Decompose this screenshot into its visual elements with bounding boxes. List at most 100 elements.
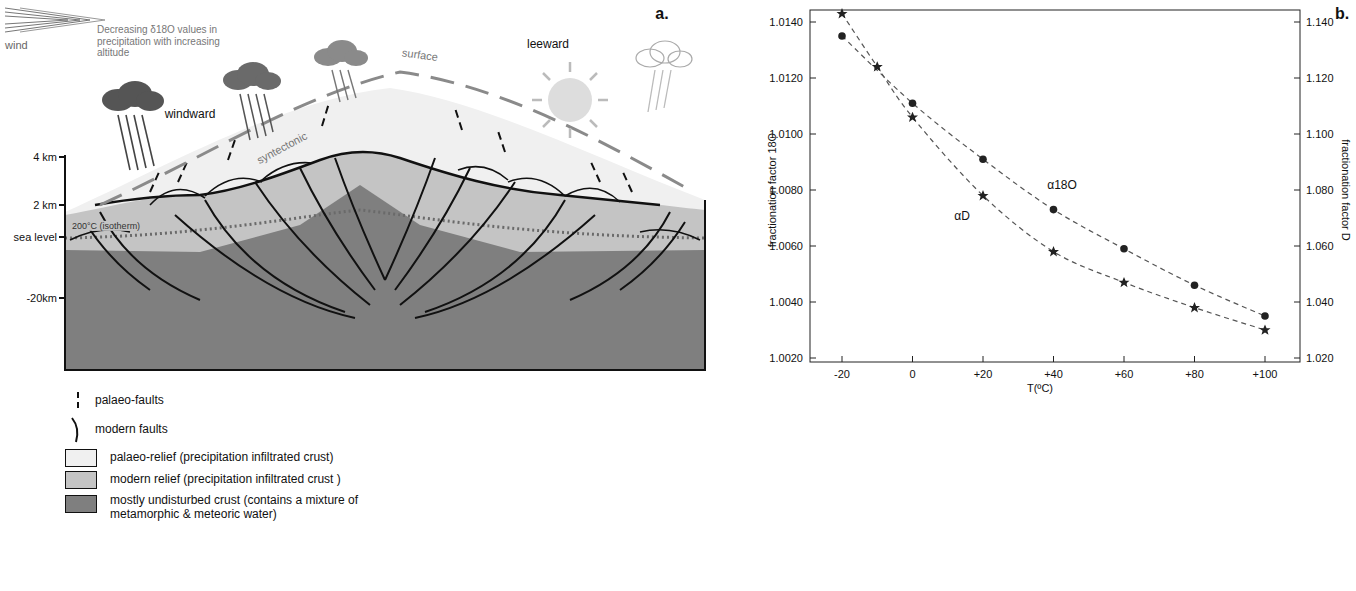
legend-text: modern faults: [95, 423, 168, 437]
rain-clouds: [648, 70, 671, 112]
tick: [1294, 78, 1300, 79]
surface-label: surface: [399, 46, 440, 64]
legend-text: modern relief (precipitation infiltrated…: [110, 473, 341, 487]
fractionation-chart: [810, 10, 1300, 362]
rain-clouds: [668, 51, 692, 67]
rain-clouds: [142, 115, 154, 166]
rain-clouds: [348, 70, 356, 98]
cross-section: [640, 230, 700, 240]
rain-clouds: [102, 40, 692, 170]
rain-clouds: [656, 70, 663, 110]
altitude-label: -20km: [26, 292, 57, 305]
cross-section: [322, 103, 329, 126]
cross-section: [620, 222, 685, 290]
rain-clouds: [240, 94, 250, 140]
side-label: leeward: [527, 38, 569, 52]
rain-clouds: [648, 70, 655, 112]
tick: [1294, 22, 1300, 23]
altitude-label: sea level: [14, 231, 57, 244]
tick: [810, 134, 816, 135]
sun: [543, 120, 550, 127]
data-point: [1260, 325, 1271, 335]
tick-label: +80: [1185, 368, 1204, 381]
cross-section: [335, 158, 385, 280]
cross-section: [175, 215, 355, 318]
data-point: [1050, 206, 1058, 214]
rain-clouds: [223, 62, 281, 90]
sun: [590, 73, 597, 80]
tick: [1194, 356, 1195, 362]
tick: [810, 190, 816, 191]
tick-label: 1.0140: [769, 16, 803, 29]
sun: [569, 62, 572, 72]
cross-section: [205, 200, 345, 312]
legend-line-samples: [77, 392, 79, 408]
cross-section: [59, 156, 65, 158]
legend-line-samples: [72, 418, 77, 442]
tick-label: 1.0040: [769, 296, 803, 309]
fractionation-chart: [810, 8, 1300, 362]
tick-label: 1.100: [1306, 128, 1334, 141]
rain-clouds: [136, 91, 164, 111]
tick: [912, 356, 913, 362]
axis-title: T(ºC): [1027, 382, 1053, 395]
cross-section: [400, 182, 515, 305]
tick-label: +40: [1044, 368, 1063, 381]
cross-section: [455, 108, 462, 130]
cross-section: [205, 178, 262, 196]
cross-section: [395, 168, 470, 290]
altitude-label: 4 km: [33, 151, 57, 164]
legend-text: palaeo-relief (precipitation infiltrated…: [110, 451, 333, 465]
rain-clouds: [636, 41, 692, 67]
cross-section: [70, 230, 130, 240]
rain-clouds: [332, 70, 356, 102]
cross-section: [65, 152, 705, 370]
cross-section: [70, 163, 700, 240]
cross-section: [570, 212, 670, 300]
cross-section: [255, 182, 370, 305]
tick: [1294, 302, 1300, 303]
cross-section: [59, 236, 65, 238]
sun: [543, 73, 550, 80]
tick: [810, 78, 816, 79]
rain-clouds: [240, 94, 273, 140]
tick: [1124, 356, 1125, 362]
data-point: [872, 61, 883, 71]
curve-label: α18O: [1047, 179, 1077, 193]
data-point: [979, 155, 987, 163]
rain-clouds: [332, 70, 340, 102]
tick: [810, 358, 816, 359]
tick: [1294, 358, 1300, 359]
data-point: [909, 99, 917, 107]
tick-label: +100: [1253, 368, 1278, 381]
tick-label: 1.0120: [769, 72, 803, 85]
legend-text: palaeo-faults: [95, 394, 164, 408]
curve-label: αD: [954, 210, 970, 224]
cross-section: [59, 204, 65, 206]
curve: [842, 36, 1265, 316]
tick-label: +60: [1115, 368, 1134, 381]
tick: [810, 302, 816, 303]
cross-section: [95, 152, 660, 205]
data-point: [1189, 302, 1200, 312]
rain-clouds: [344, 50, 368, 66]
tick: [1053, 356, 1054, 362]
altitude-label: 2 km: [33, 199, 57, 212]
cross-section: [59, 72, 705, 370]
cross-section: [85, 158, 685, 318]
cross-section: [622, 170, 632, 192]
isotherm-label: 200°C (isotherm): [70, 221, 142, 231]
tick: [810, 246, 816, 247]
legend-swatch: [65, 449, 97, 467]
axis-title: fractionation factor 18O: [766, 133, 779, 247]
rain-clouds: [118, 115, 154, 170]
tick: [1294, 246, 1300, 247]
axis-title: fractionation factor D: [1340, 139, 1353, 241]
sun: [569, 128, 572, 138]
rain-clouds: [664, 70, 671, 108]
wind-arrow: [20, 8, 105, 32]
cross-section: [415, 215, 595, 318]
data-point: [1119, 277, 1130, 287]
tick: [1294, 134, 1300, 135]
rain-clouds: [256, 94, 266, 136]
